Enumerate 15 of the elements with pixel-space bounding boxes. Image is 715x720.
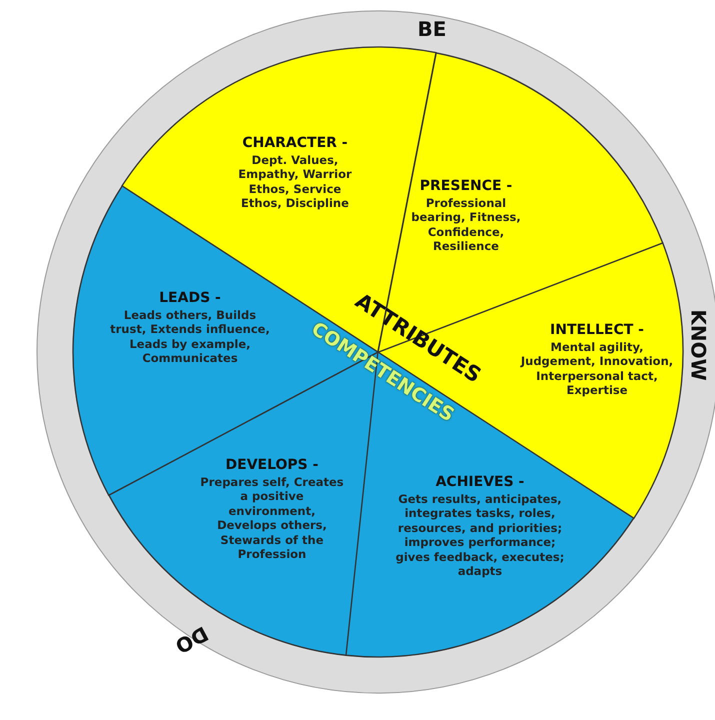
segment-text: Professional bearing, Fitness, Confidence, Resilience (410, 196, 522, 254)
ring-label: DO (171, 622, 212, 658)
ring-label: KNOW (686, 309, 710, 381)
segment-heading: INTELLECT - (549, 322, 645, 338)
segment-text: Dept. Values, Empathy, Warrior Ethos, Service Ethos, Discipline (237, 153, 353, 210)
segment-text: Leads others, Builds trust, Extends influence, Leads by example, Communicates (110, 308, 270, 366)
segment-text: Gets results, anticipates, integrates tasks, roles, resources, and priorities; improves performance; gives feedback, executes; adapts (394, 492, 566, 578)
segment-heading: CHARACTER - (241, 135, 349, 151)
segment-text: Mental agility, Judgement, Innovation, Interpersonal tact, Expertise (519, 340, 674, 398)
segment-heading: DEVELOPS - (224, 457, 320, 473)
segment-heading: PRESENCE - (418, 178, 514, 194)
ring-label: BE (418, 17, 446, 41)
segment-text: Prepares self, Creates a positive environment, Develops others, Stewards of the Profession (199, 475, 345, 562)
segment-heading: ACHIEVES - (434, 474, 526, 490)
segment-heading: LEADS - (158, 290, 222, 306)
